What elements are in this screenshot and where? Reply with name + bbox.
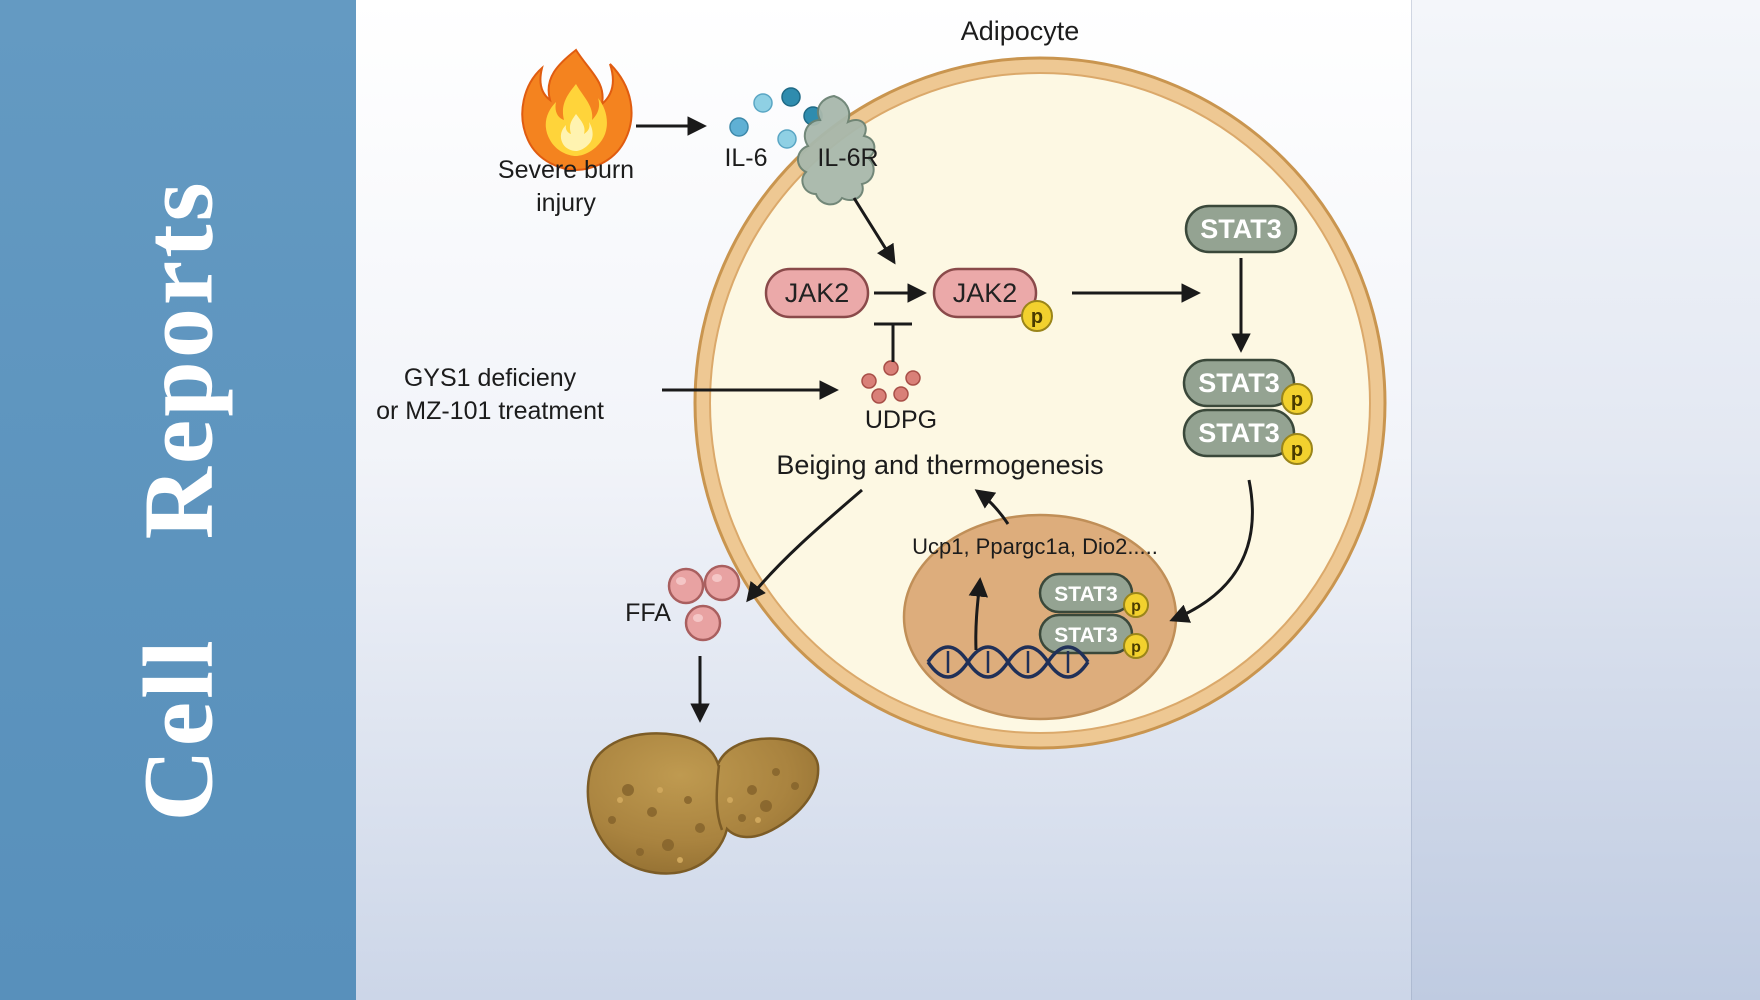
svg-text:STAT3: STAT3 (1198, 368, 1280, 398)
jak2-phospho-pill: JAK2 p (932, 267, 1053, 332)
phospho-badge (1123, 633, 1149, 659)
dna-icon (926, 645, 1090, 679)
il6r-label: IL-6R (817, 144, 878, 172)
svg-text:STAT3: STAT3 (1198, 418, 1280, 448)
svg-text:injury: injury (536, 189, 596, 217)
arrow-nucleus-to-beiging (974, 489, 1010, 525)
inhibition-tbar (874, 322, 912, 362)
fire-icon (521, 48, 633, 172)
svg-text:JAK2: JAK2 (785, 278, 850, 308)
arrow-dimer-to-nucleus (1169, 479, 1254, 623)
arrow-beiging-to-ffa (746, 488, 863, 603)
ffa-label: FFA (625, 599, 671, 627)
svg-text:STAT3: STAT3 (1054, 624, 1117, 647)
svg-text:GYS1 deficieny: GYS1 deficieny (404, 364, 577, 392)
ffa-dots (667, 564, 741, 642)
page-right-margin (1411, 0, 1760, 1000)
phospho-badge (1281, 433, 1313, 465)
liver-spots (608, 768, 799, 856)
svg-text:p: p (1031, 306, 1043, 328)
adipocyte-title: Adipocyte (961, 16, 1080, 46)
il6-label: IL-6 (724, 144, 767, 172)
liver-icon (586, 732, 820, 875)
arrow-transcription (968, 577, 989, 651)
jak2-pill: JAK2 (764, 267, 870, 319)
udpg-label: UDPG (865, 406, 937, 434)
svg-text:p: p (1291, 439, 1303, 461)
svg-text:p: p (1291, 389, 1303, 411)
il6r-receptor-icon (797, 94, 876, 206)
svg-text:Severe burn: Severe burn (498, 156, 634, 184)
phospho-badge: p (1021, 300, 1053, 332)
svg-text:STAT3: STAT3 (1200, 214, 1282, 244)
arrow-il6r-to-jak2 (852, 197, 896, 265)
journal-sidebar: Cell Reports (0, 0, 356, 1000)
svg-text:JAK2: JAK2 (953, 278, 1018, 308)
nuclear-stat3-dimer: STAT3 p STAT3 p (1038, 572, 1149, 659)
svg-text:p: p (1131, 639, 1141, 656)
stat3-dimer: STAT3 p STAT3 p (1182, 358, 1313, 465)
udpg-dots (861, 360, 921, 404)
gys1-label: GYS1 deficieny or MZ-101 treatment (376, 364, 604, 425)
phospho-badge (1281, 383, 1313, 415)
target-genes-label: Ucp1, Ppargc1a, Dio2..... (912, 534, 1158, 559)
svg-text:or MZ-101 treatment: or MZ-101 treatment (376, 397, 604, 425)
beiging-label: Beiging and thermogenesis (776, 450, 1103, 480)
liver-highlights (617, 787, 761, 863)
stat3-pill: STAT3 (1184, 204, 1298, 254)
phospho-badge (1123, 592, 1149, 618)
burn-injury-label: Severe burn injury (498, 156, 634, 217)
svg-text:p: p (1131, 598, 1141, 615)
il6-dots (729, 87, 823, 149)
svg-text:STAT3: STAT3 (1054, 583, 1117, 606)
journal-title: Cell Reports (122, 179, 234, 821)
